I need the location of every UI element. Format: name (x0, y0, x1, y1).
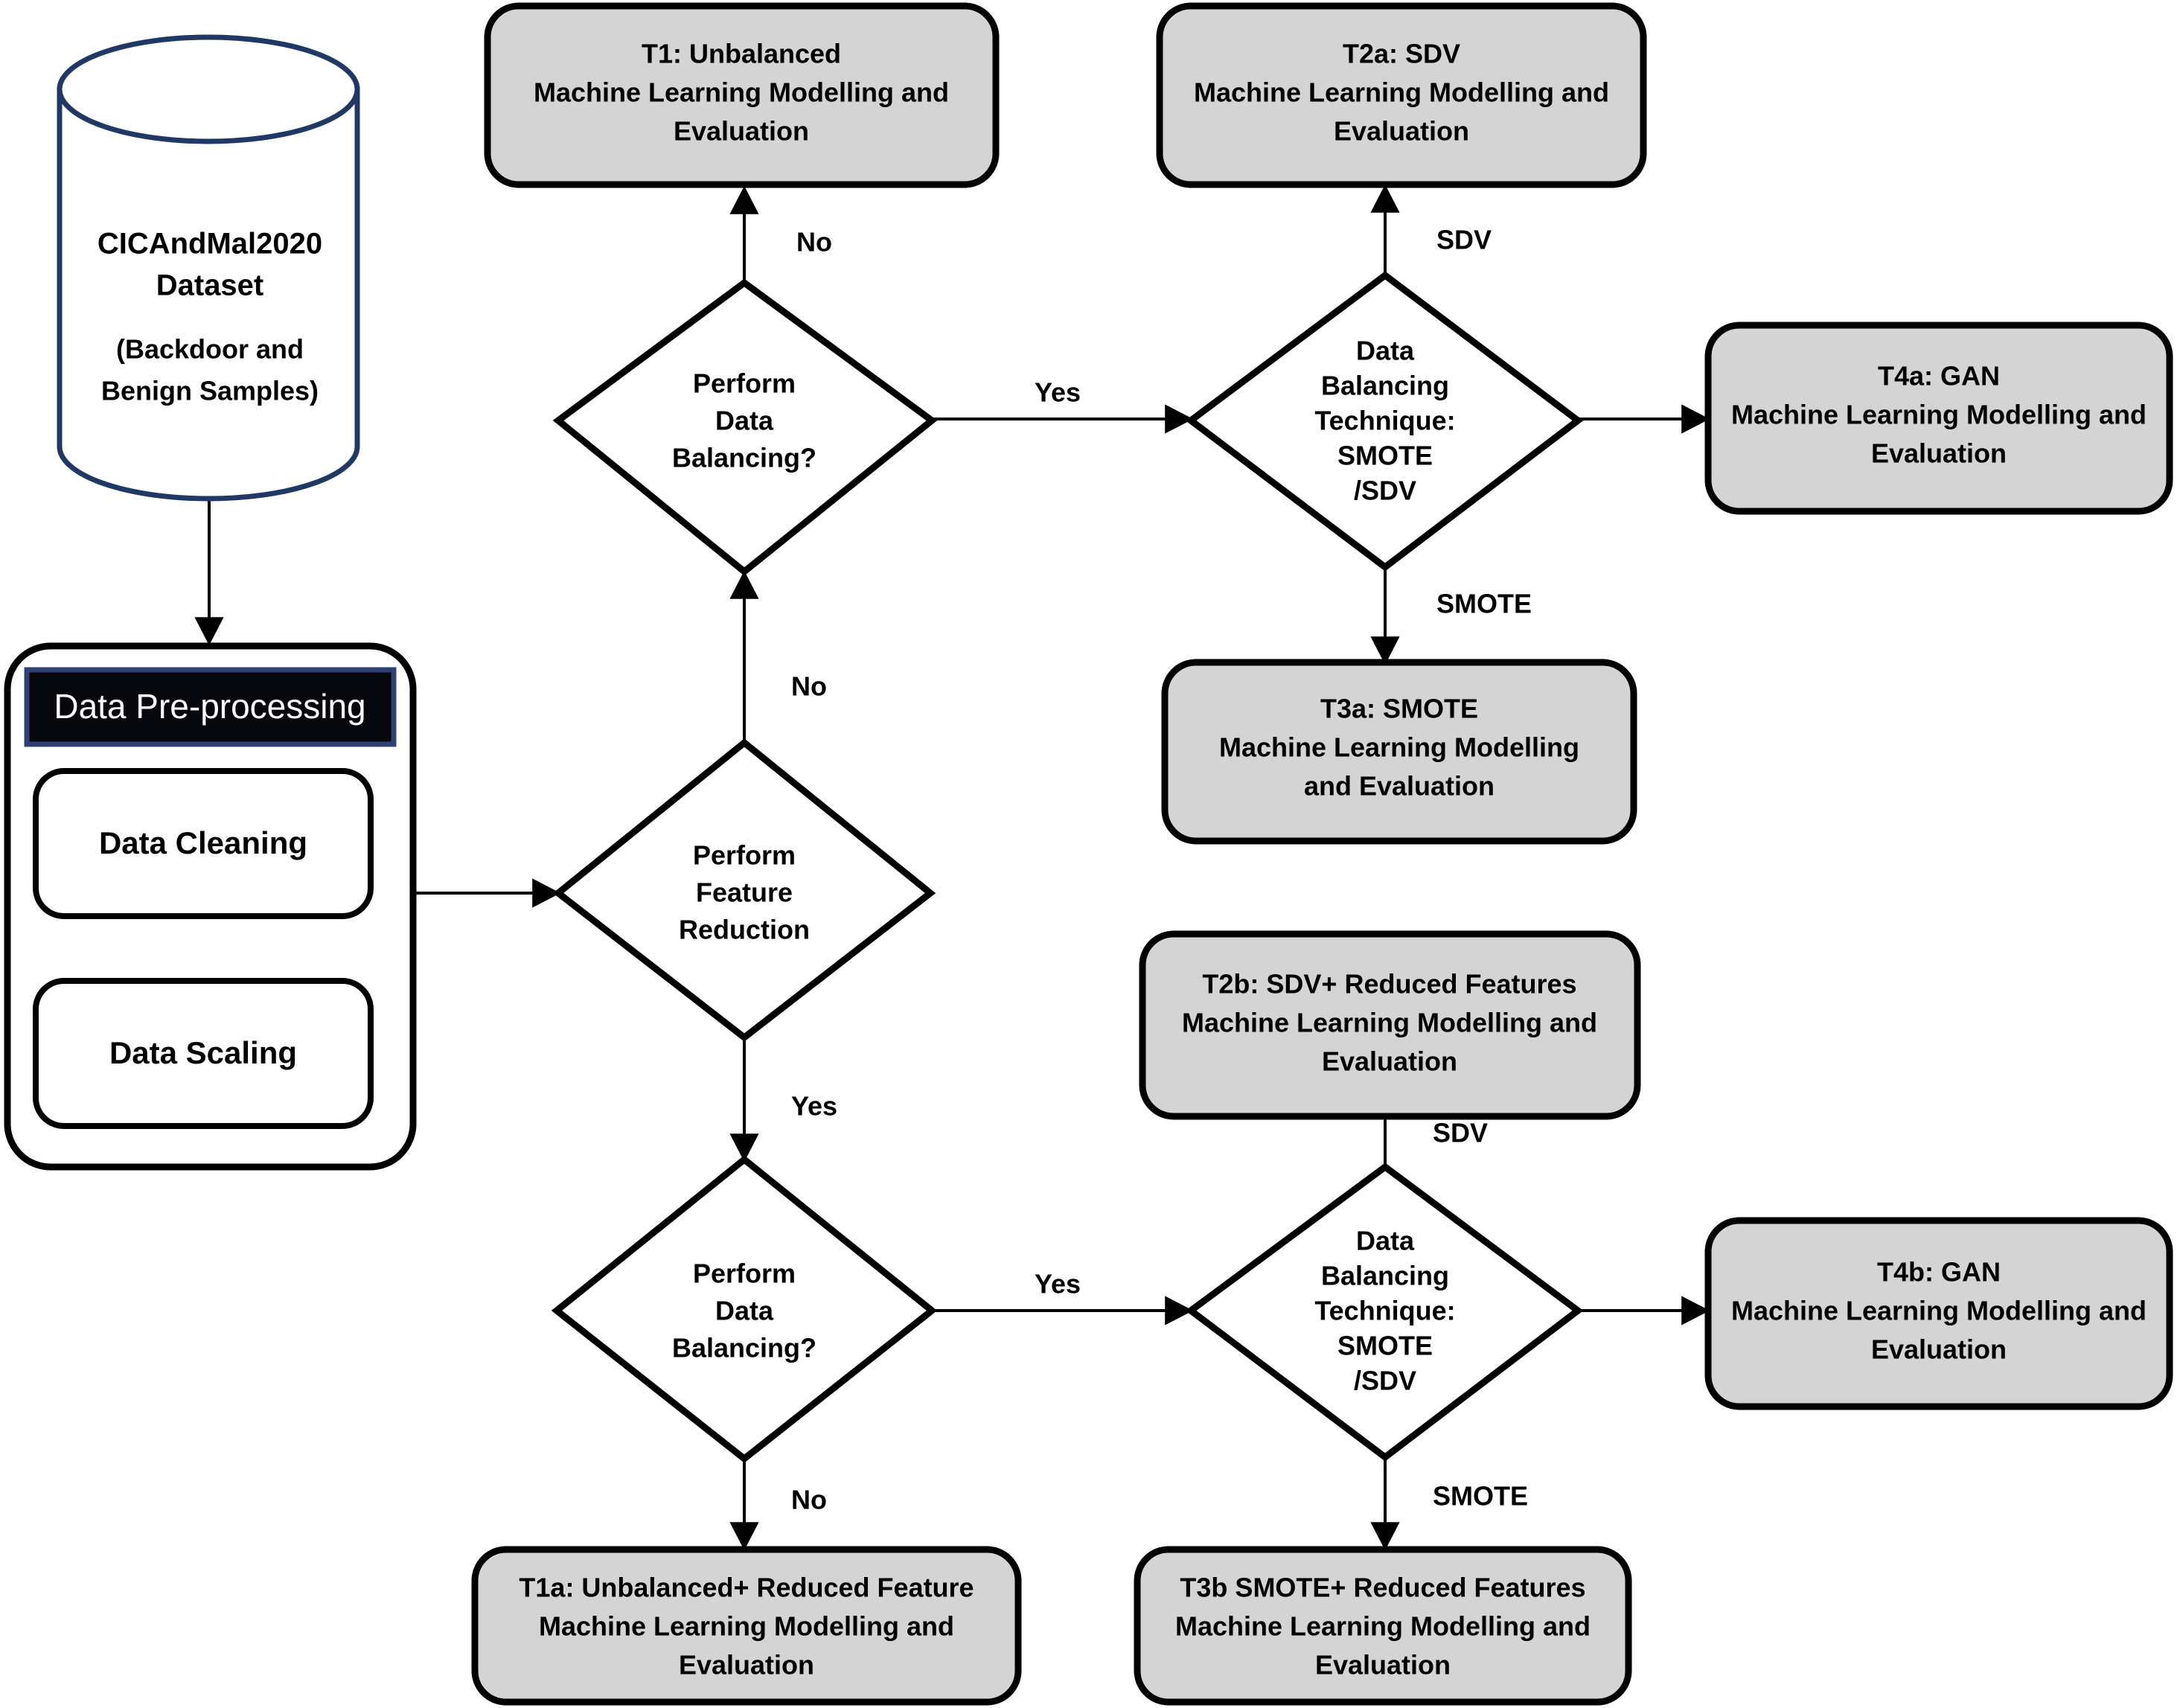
dataset-line-3: (Backdoor and (116, 334, 304, 365)
edge-label-technique-bottom-smote: SMOTE (1433, 1481, 1528, 1512)
t2a-line-1: T2a: SDV (1343, 39, 1460, 69)
process-t2a[interactable]: T2a: SDV Machine Learning Modelling and … (1156, 2, 1647, 188)
edge-label-technique-top-sdv: SDV (1436, 225, 1492, 255)
decision-technique-top[interactable]: Data Balancing Technique: SMOTE /SDV (1185, 271, 1584, 572)
cylinder-top-ellipse (57, 34, 360, 144)
technique-bottom-line-3: Technique: (1314, 1296, 1455, 1326)
t3a-line-1: T3a: SMOTE (1320, 694, 1478, 724)
balancing-top-line-3: Balancing? (672, 443, 816, 473)
edge-label-feature-reduction-yes: Yes (791, 1091, 837, 1122)
feature-reduction-line-2: Feature (696, 877, 793, 908)
t3a-line-2: Machine Learning Modelling (1219, 732, 1579, 763)
t2b-line-2: Machine Learning Modelling and (1182, 1008, 1597, 1038)
balancing-bottom-line-3: Balancing? (672, 1333, 816, 1363)
technique-top-line-5: /SDV (1354, 476, 1416, 506)
decision-technique-bottom[interactable]: Data Balancing Technique: SMOTE /SDV (1185, 1162, 1584, 1462)
t1-line-1: T1: Unbalanced (642, 39, 841, 69)
t2a-line-3: Evaluation (1334, 116, 1469, 147)
preprocessing-title-bar (24, 667, 397, 747)
dataset-line-1: CICAndMal2020 (98, 228, 322, 260)
t2b-line-1: T2b: SDV+ Reduced Features (1202, 969, 1576, 999)
process-t3b[interactable]: T3b SMOTE+ Reduced Features Machine Lear… (1134, 1546, 1632, 1706)
feature-reduction-line-3: Reduction (679, 915, 810, 945)
t3b-box (1134, 1546, 1632, 1706)
dataset-line-4: Benign Samples) (101, 376, 319, 406)
edge-label-feature-reduction-no: No (791, 671, 827, 702)
t4a-box (1704, 322, 2173, 515)
technique-bottom-line-2: Balancing (1321, 1261, 1449, 1291)
t4a-line-1: T4a: GAN (1878, 361, 2000, 391)
dataset-cylinder[interactable]: CICAndMal2020 Dataset (Backdoor and Beni… (57, 34, 360, 502)
t1a-box (471, 1546, 1022, 1706)
t2b-line-3: Evaluation (1322, 1046, 1457, 1077)
edge-label-technique-bottom-sdv: SDV (1433, 1118, 1488, 1148)
process-t2b[interactable]: T2b: SDV+ Reduced Features Machine Learn… (1139, 930, 1641, 1120)
decision-balancing-bottom[interactable]: Perform Data Balancing? (551, 1155, 938, 1463)
data-cleaning-box (33, 768, 374, 919)
t4a-line-2: Machine Learning Modelling and (1731, 400, 2147, 430)
t2b-box (1139, 930, 1641, 1120)
t4a-line-3: Evaluation (1871, 438, 2007, 469)
data-scaling-box (33, 978, 374, 1129)
process-t3a[interactable]: T3a: SMOTE Machine Learning Modelling an… (1161, 659, 1637, 845)
process-t1[interactable]: T1: Unbalanced Machine Learning Modellin… (484, 2, 1000, 188)
t1a-line-1: T1a: Unbalanced+ Reduced Feature (519, 1573, 974, 1603)
process-t4b[interactable]: T4b: GAN Machine Learning Modelling and … (1704, 1217, 2173, 1410)
process-t1a[interactable]: T1a: Unbalanced+ Reduced Feature Machine… (471, 1546, 1022, 1706)
t3b-line-2: Machine Learning Modelling and (1175, 1611, 1591, 1642)
technique-top-line-3: Technique: (1314, 406, 1455, 436)
t1a-line-3: Evaluation (679, 1650, 814, 1680)
t1-line-3: Evaluation (674, 116, 809, 147)
t2a-box (1156, 2, 1647, 188)
t1-line-2: Machine Learning Modelling and (534, 77, 949, 108)
edge-label-technique-top-smote: SMOTE (1436, 589, 1532, 619)
t4b-line-2: Machine Learning Modelling and (1731, 1296, 2147, 1326)
technique-top-line-1: Data (1356, 336, 1415, 366)
dataset-line-2: Dataset (156, 269, 264, 302)
feature-reduction-diamond (552, 738, 936, 1042)
balancing-bottom-line-2: Data (715, 1296, 774, 1326)
balancing-top-diamond (552, 278, 938, 576)
balancing-bottom-line-1: Perform (693, 1258, 796, 1289)
edge-label-balancing-top-yes: Yes (1035, 377, 1081, 408)
data-scaling-label: Data Scaling (109, 1035, 297, 1070)
technique-bottom-line-4: SMOTE (1337, 1331, 1433, 1361)
t3b-line-3: Evaluation (1315, 1650, 1451, 1680)
technique-bottom-line-1: Data (1356, 1226, 1415, 1256)
technique-bottom-diamond (1185, 1162, 1584, 1462)
balancing-bottom-diamond (551, 1155, 938, 1463)
technique-bottom-line-5: /SDV (1354, 1366, 1416, 1396)
t1-box (484, 2, 1000, 188)
t3a-box (1161, 659, 1637, 845)
step-data-scaling[interactable]: Data Scaling (33, 978, 374, 1129)
decision-balancing-top[interactable]: Perform Data Balancing? (552, 278, 938, 576)
balancing-top-line-1: Perform (693, 368, 796, 399)
t4b-line-1: T4b: GAN (1877, 1257, 2001, 1288)
t2a-line-2: Machine Learning Modelling and (1194, 77, 1609, 108)
edge-label-balancing-top-no: No (796, 227, 832, 258)
t1a-line-2: Machine Learning Modelling and (539, 1611, 954, 1642)
edge-label-balancing-bottom-no: No (791, 1485, 827, 1515)
t4b-line-3: Evaluation (1871, 1334, 2007, 1365)
t3a-line-3: and Evaluation (1304, 771, 1495, 802)
preprocessing-group[interactable]: Data Pre-processing Data Cleaning Data S… (4, 642, 417, 1171)
decision-feature-reduction[interactable]: Perform Feature Reduction (552, 738, 936, 1042)
data-cleaning-label: Data Cleaning (99, 825, 307, 860)
t3b-line-1: T3b SMOTE+ Reduced Features (1180, 1573, 1585, 1603)
edge-label-balancing-bottom-yes: Yes (1035, 1269, 1081, 1299)
step-data-cleaning[interactable]: Data Cleaning (33, 768, 374, 919)
preprocessing-title: Data Pre-processing (54, 687, 365, 726)
process-t4a[interactable]: T4a: GAN Machine Learning Modelling and … (1704, 322, 2173, 515)
balancing-top-line-2: Data (715, 406, 774, 436)
technique-top-line-4: SMOTE (1337, 441, 1433, 471)
technique-top-diamond (1185, 271, 1584, 572)
technique-top-line-2: Balancing (1321, 371, 1449, 401)
t4b-box (1704, 1217, 2173, 1410)
feature-reduction-line-1: Perform (693, 840, 796, 871)
cylinder-body (57, 86, 360, 502)
